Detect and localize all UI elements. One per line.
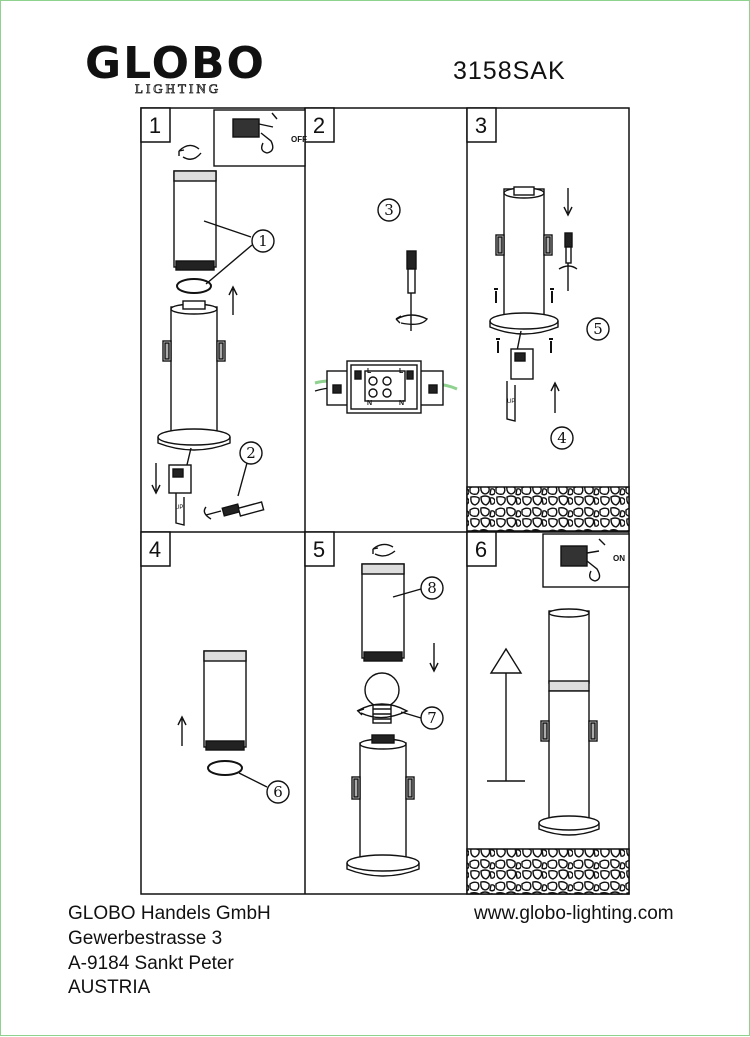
- panel-3-number: 3: [475, 113, 487, 138]
- callout-7: 7: [427, 709, 437, 727]
- callout-6: 6: [273, 783, 283, 801]
- panel-2: [314, 198, 458, 414]
- callout-8: 8: [427, 579, 437, 597]
- arrow-up-icon: [228, 285, 238, 315]
- country: AUSTRIA: [68, 977, 151, 998]
- panel-6-number-box: [466, 531, 497, 567]
- logo-subtext: LIGHTING: [135, 81, 222, 96]
- screwdriver-icon: [564, 232, 573, 248]
- arrow-up-icon: [177, 715, 187, 746]
- callout-2: 2: [246, 444, 256, 462]
- panel-6-number: 6: [475, 537, 487, 562]
- globo-logo: GLOBO LIGHTING: [85, 41, 295, 97]
- assembled-lamp: [548, 610, 590, 684]
- gasket-ring: [176, 278, 212, 294]
- panel-5-number-box: [304, 531, 335, 567]
- glass-cover: [361, 563, 405, 659]
- post-body: [170, 306, 218, 436]
- post-base: [157, 428, 231, 446]
- callout-3: 3: [384, 201, 394, 219]
- arrow-down-icon: [151, 463, 161, 495]
- city-address: A-9184 Sankt Peter: [68, 953, 234, 974]
- post-body: [359, 742, 407, 860]
- ground-stones: [466, 486, 630, 532]
- glass-cover: [173, 170, 217, 268]
- logo-text: GLOBO: [85, 38, 266, 89]
- panel-4-number: 4: [149, 537, 161, 562]
- panel-2-number: 2: [313, 113, 325, 138]
- post-base: [346, 854, 420, 872]
- panel-1-number: 1: [149, 113, 161, 138]
- panel-5: [346, 543, 444, 877]
- rotate-icon: [178, 144, 200, 152]
- cable-up-label: UP: [507, 399, 515, 405]
- terminal-l-right: L: [399, 368, 404, 375]
- panel-3-number-box: [466, 107, 497, 143]
- arrow-up-icon: [550, 381, 560, 413]
- screwdriver-icon: [406, 250, 417, 270]
- screwdriver-icon: [221, 503, 241, 517]
- panel-5-number: 5: [313, 537, 325, 562]
- arrow-down-icon: [429, 643, 439, 673]
- website-link[interactable]: www.globo-lighting.com: [474, 903, 674, 924]
- post-body: [503, 188, 545, 320]
- terminal-l-left: L: [367, 368, 372, 375]
- terminal-n-left: N: [367, 400, 372, 407]
- company-name: GLOBO Handels GmbH: [68, 903, 271, 924]
- panel-2-number-box: [304, 107, 335, 143]
- post-base: [489, 312, 559, 330]
- model-number: 3158SAK: [453, 57, 566, 85]
- panel-3: UP: [489, 186, 610, 450]
- switch-off-label: OFF: [291, 135, 307, 144]
- panel-4: [177, 650, 290, 804]
- callout-4: 4: [557, 429, 567, 447]
- arrow-down-icon: [563, 188, 573, 217]
- glass-cover: [203, 650, 247, 748]
- power-plug-icon: [232, 118, 260, 138]
- cable-up-label: UP: [175, 505, 183, 511]
- panel-1-number-box: [140, 107, 171, 143]
- terminal-n-right: N: [399, 400, 404, 407]
- panel-6: ON: [487, 533, 630, 836]
- street-address: Gewerbestrasse 3: [68, 928, 223, 949]
- gasket-ring: [207, 760, 243, 776]
- bulb-icon: [364, 672, 400, 708]
- ground-stones: [466, 848, 630, 895]
- panel-4-number-box: [140, 531, 171, 567]
- callout-5: 5: [593, 320, 603, 338]
- rotate-icon: [372, 543, 394, 550]
- power-plug-icon: [560, 545, 588, 567]
- switch-on-label: ON: [613, 554, 625, 563]
- callout-1: 1: [258, 232, 268, 250]
- panel-1: OFF: [151, 109, 307, 526]
